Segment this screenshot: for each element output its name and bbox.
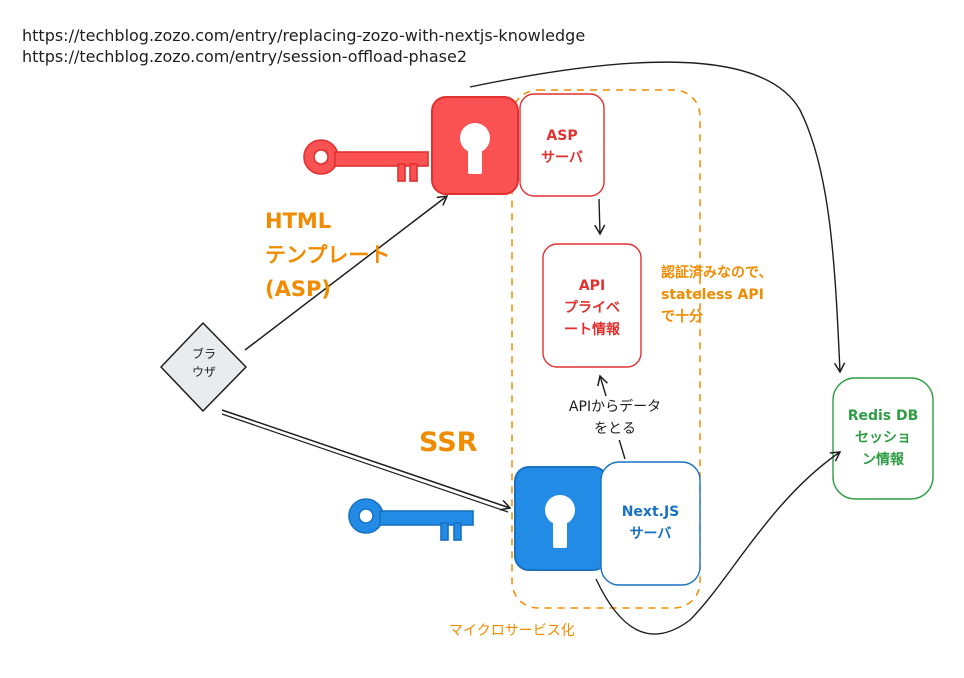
auth-note: 認証済みなので、 stateless API で十分 — [661, 265, 773, 325]
browser-node — [160, 322, 247, 412]
next-server-label: Next.JS サーバ — [621, 504, 680, 542]
redis-box — [832, 377, 934, 500]
blue-key-icon — [348, 498, 474, 541]
ssr-label: SSR — [419, 427, 478, 458]
browser-to-asp-arrow — [244, 195, 449, 351]
url-to-redis-arrow — [469, 61, 846, 374]
next-to-redis-arrow — [595, 451, 842, 635]
asp-server-box — [519, 93, 605, 197]
api-private-label: API プライベ ート情報 — [564, 278, 620, 338]
next-server-box — [600, 461, 701, 586]
microservice-boundary — [511, 89, 701, 609]
asp-server-label: ASP サーバ — [541, 128, 583, 166]
microservice-label: マイクロサービス化 — [449, 623, 575, 639]
red-key-icon — [303, 139, 429, 182]
api-fetch-label: APIからデータ をとる — [540, 396, 690, 440]
browser-label: ブラ ウザ — [191, 347, 216, 379]
html-template-label: HTML テンプレート (ASP) — [265, 209, 391, 301]
api-private-box — [542, 243, 642, 368]
redis-label: Redis DB セッショ ン情報 — [847, 408, 919, 468]
url-line-2[interactable]: https://techblog.zozo.com/entry/session-… — [22, 47, 468, 66]
url-line-1[interactable]: https://techblog.zozo.com/entry/replacin… — [22, 26, 586, 45]
asp-to-api-arrow — [594, 198, 606, 236]
browser-to-next-arrow — [221, 409, 512, 511]
asp-keyhole — [460, 123, 490, 153]
